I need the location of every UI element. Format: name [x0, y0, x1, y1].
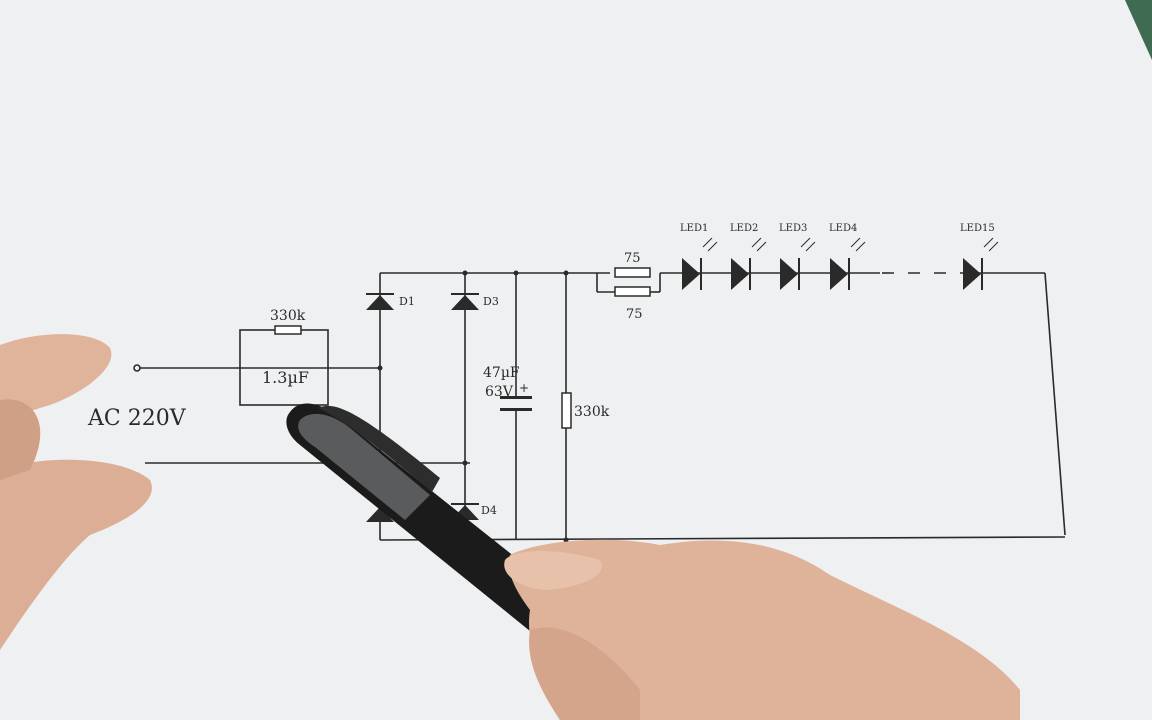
led-15-symbol — [963, 258, 981, 290]
diode-d3 — [451, 295, 479, 310]
label-filter-voltage: 63V — [485, 384, 514, 400]
led-1-symbol — [682, 258, 700, 290]
label-dropper-cap: 1.3µF — [262, 368, 309, 387]
led-4-symbol — [830, 258, 848, 290]
right-finger-shadow — [529, 627, 640, 720]
label-bleeder: 330k — [574, 404, 610, 420]
label-ac-source: AC 220V — [87, 406, 187, 431]
label-led3: LED3 — [779, 223, 807, 234]
label-filter-cap: 47µF — [483, 365, 520, 381]
circuit-components — [274, 258, 983, 543]
led-2-symbol — [731, 258, 749, 290]
right-hand — [504, 539, 1020, 720]
desk-mat-corner — [1125, 0, 1152, 60]
led-3-symbol — [780, 258, 798, 290]
label-resistor-75-top: 75 — [624, 251, 641, 266]
label-led4: LED4 — [829, 223, 857, 234]
filter-cap-plate-bottom — [500, 408, 532, 411]
pen-clear-barrel — [298, 413, 430, 520]
label-330k-parallel: 330k — [270, 308, 306, 324]
label-led1: LED1 — [680, 223, 708, 234]
diode-d1 — [366, 295, 394, 310]
label-led2: LED2 — [730, 223, 758, 234]
label-filter-plus: + — [519, 381, 529, 395]
left-hand — [0, 334, 152, 650]
label-d3: D3 — [483, 295, 499, 308]
resistor-bleeder — [561, 392, 572, 429]
pen-clip — [318, 405, 440, 492]
circuit-labels: AC 220V 330k 1.3µF D1 D3 D4 47µF 63V + 3… — [87, 223, 995, 517]
label-led15: LED15 — [960, 223, 995, 234]
resistor-75-top — [614, 267, 651, 278]
label-d1: D1 — [399, 295, 415, 308]
label-resistor-75-bottom: 75 — [626, 307, 643, 322]
label-d4: D4 — [481, 504, 497, 517]
led-emission-arrows — [702, 237, 999, 252]
filter-cap-plate-top — [500, 396, 532, 399]
resistor-330k-top — [274, 325, 302, 335]
resistor-75-bottom — [614, 286, 651, 297]
right-thumb — [504, 551, 602, 590]
diode-d2 — [366, 507, 394, 522]
